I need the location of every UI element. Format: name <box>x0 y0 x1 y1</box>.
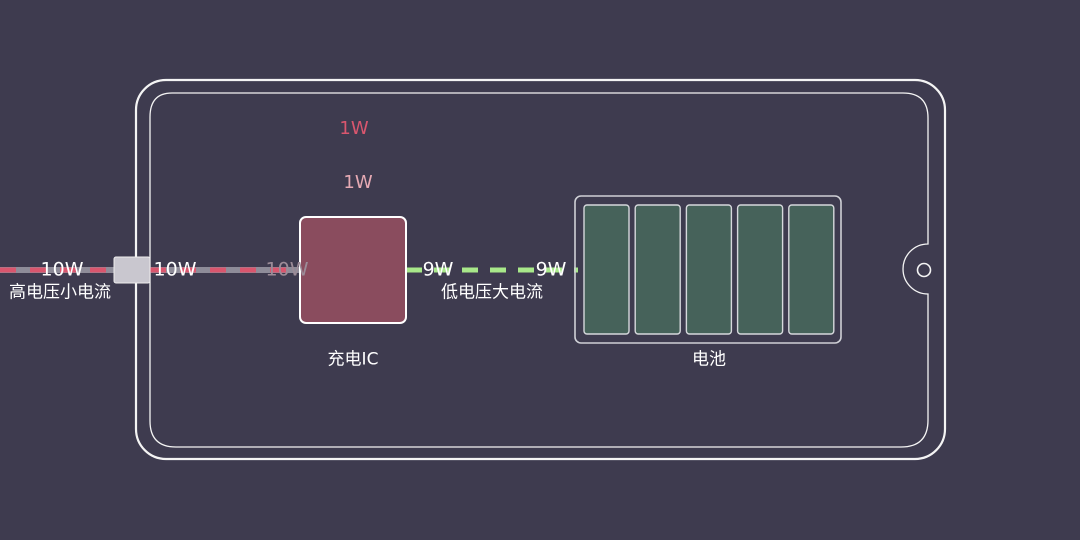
battery-outline <box>574 195 842 344</box>
charging-ic-label: 充电IC <box>327 349 379 370</box>
battery-cell <box>736 204 784 335</box>
battery-cell <box>583 204 630 335</box>
high-voltage-low-current-label: 高电压小电流 <box>9 282 111 303</box>
output-power-right-label: 9W <box>535 258 567 281</box>
usb-connector <box>113 256 151 284</box>
battery-cell <box>685 204 733 335</box>
ic-loss-lower-label: 1W <box>343 172 373 193</box>
battery-cells <box>583 204 835 335</box>
battery-cell <box>788 204 835 335</box>
ic-loss-upper-label: 1W <box>339 118 369 139</box>
input-power-inside-label: 10W <box>153 258 197 281</box>
input-power-outside-label: 10W <box>40 258 84 281</box>
phone-button-icon <box>916 262 932 278</box>
low-voltage-high-current-label: 低电压大电流 <box>441 282 543 303</box>
ic-input-power-label: 10W <box>265 258 309 281</box>
charging-ic-chip <box>299 216 407 324</box>
battery-label: 电池 <box>692 349 726 370</box>
battery-cell <box>634 204 681 335</box>
phone-inner-outline <box>149 92 929 448</box>
output-power-left-label: 9W <box>422 258 454 281</box>
